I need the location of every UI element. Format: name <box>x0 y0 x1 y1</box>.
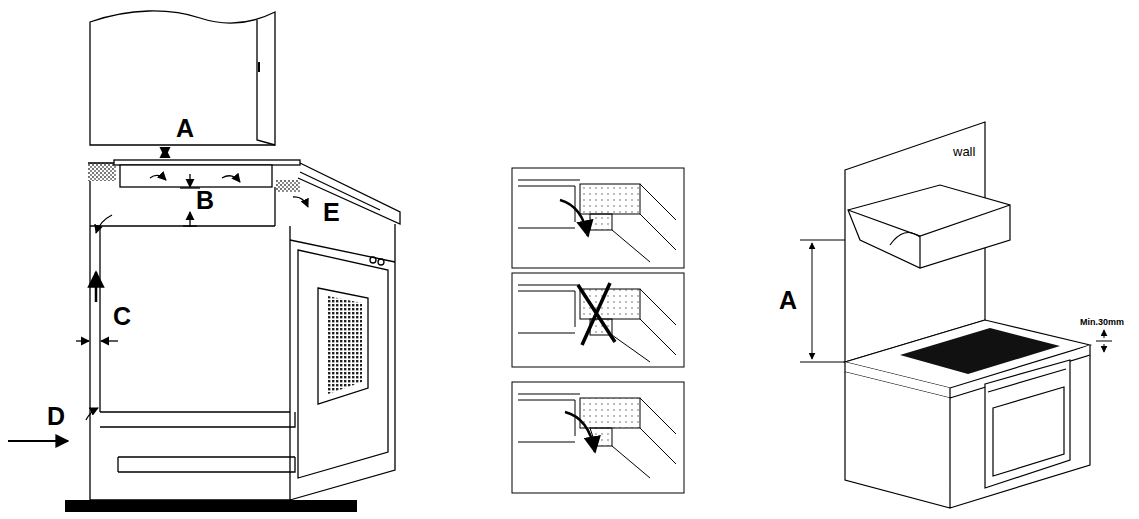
dimension-letter: C <box>113 304 131 329</box>
dimension-value: Min.30mm <box>1080 318 1124 327</box>
dimension-letter: B <box>196 188 214 213</box>
dimension-letter: D <box>47 404 65 429</box>
dimension-letter: E <box>323 200 340 225</box>
wall-label: wall <box>953 145 975 158</box>
dimension-letter: A <box>779 288 797 313</box>
dimension-letter: A <box>176 116 194 141</box>
